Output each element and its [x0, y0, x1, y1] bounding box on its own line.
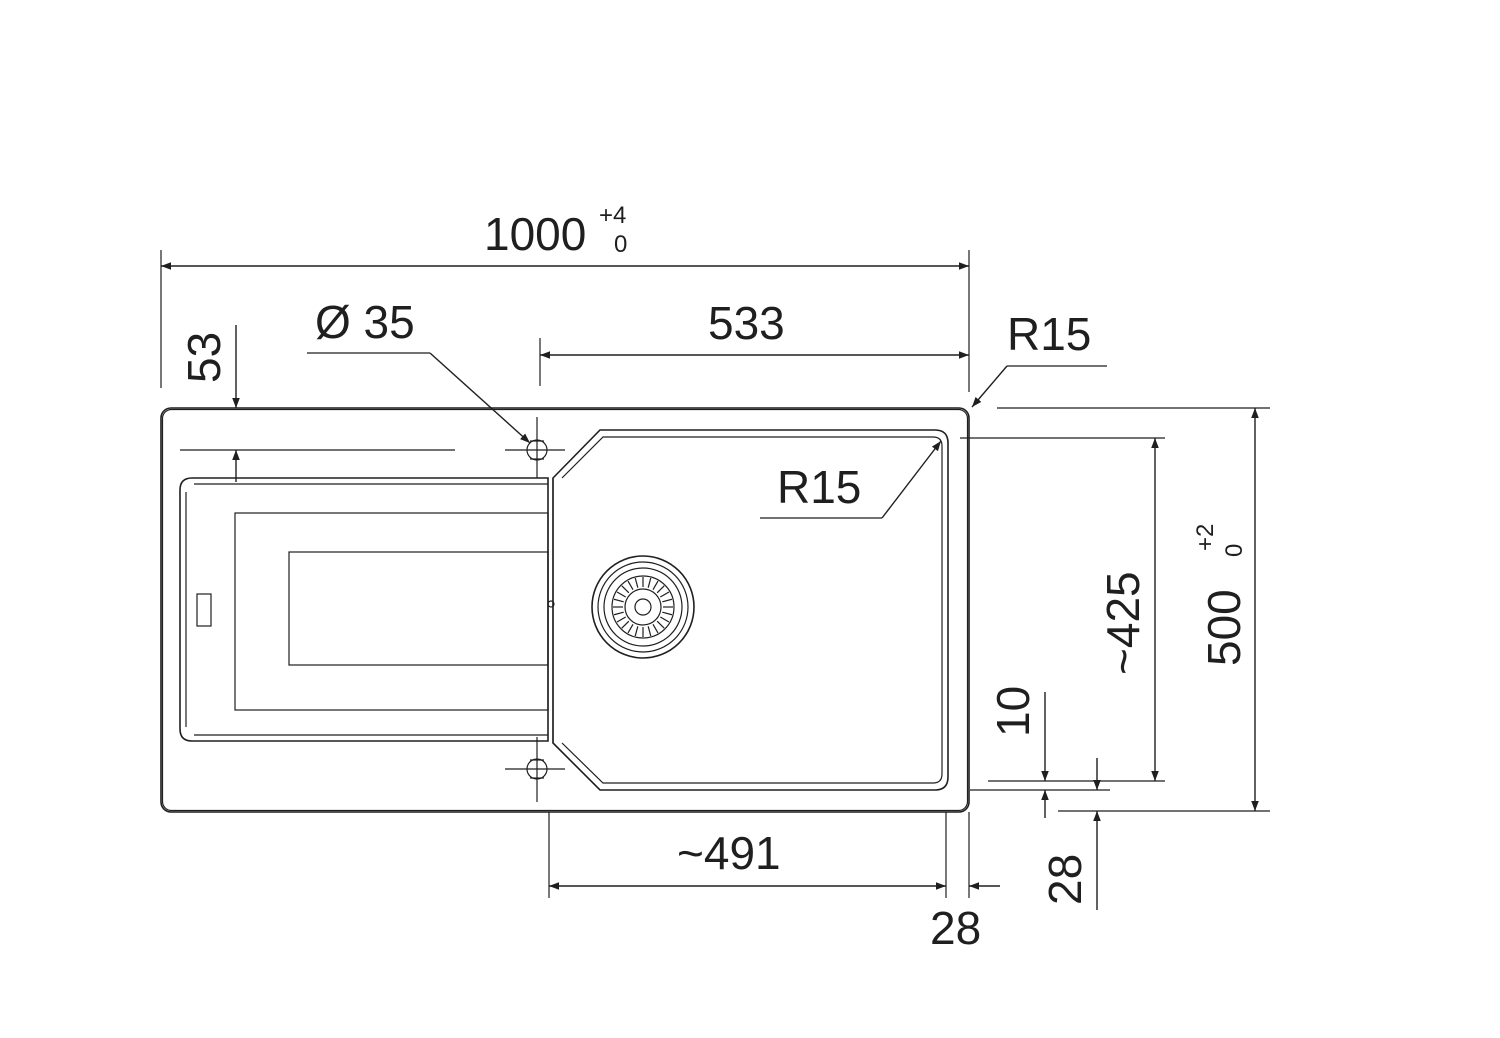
corner-radius-outer-label: R15	[1007, 308, 1091, 360]
strainer-slot	[656, 620, 665, 629]
drainer-width-label: ~491	[677, 827, 781, 879]
strainer-slot	[613, 611, 624, 616]
strainer-slot	[627, 624, 634, 634]
drain-strainer	[591, 555, 695, 659]
strainer-slot	[660, 616, 670, 623]
drainer	[179, 477, 549, 742]
dim-bowl-width: 533	[539, 297, 969, 386]
strainer-slot	[634, 626, 639, 637]
overall-depth-tol-plus: +2	[1192, 524, 1219, 551]
overflow-slot	[196, 593, 212, 627]
front-rim-label: 28	[1039, 854, 1091, 905]
dim-overall-width: 1000 +4 0	[160, 202, 970, 392]
strainer-slot	[616, 616, 626, 623]
dim-corner-radius-bowl: R15	[760, 440, 942, 519]
strainer-slot	[613, 598, 624, 603]
dim-bowl-depth: ~425	[960, 437, 1165, 782]
rim-gap-label: 10	[987, 686, 1039, 737]
overall-depth-tol-minus: 0	[1221, 544, 1248, 557]
corner-radius-bowl-label: R15	[777, 461, 861, 513]
right-rim-label: 28	[930, 902, 981, 954]
dim-rim-gap: 10	[970, 686, 1110, 818]
overall-width-tol-minus: 0	[614, 231, 627, 258]
hole-diameter-label: Ø 35	[315, 296, 415, 348]
dim-front-rim: 28	[1039, 758, 1101, 910]
bowl-width-label: 533	[708, 297, 785, 349]
dim-corner-radius-outer: R15	[971, 308, 1107, 408]
tap-hole-bottom	[505, 737, 565, 802]
strainer-slot	[656, 585, 665, 594]
bowl	[547, 429, 949, 791]
tap-hole-offset-label: 53	[178, 332, 230, 383]
dim-drainer-width: ~491	[548, 812, 970, 898]
dim-overall-depth: 500 +2 0	[997, 407, 1270, 812]
tap-hole-top	[505, 417, 565, 478]
strainer-slot	[662, 598, 673, 603]
strainer-slot	[647, 626, 652, 637]
strainer-slot	[662, 611, 673, 616]
overall-width-tol-plus: +4	[599, 202, 626, 229]
overall-width-label: 1000	[484, 208, 586, 260]
dim-hole-diameter: Ø 35	[307, 296, 531, 444]
strainer-slot	[652, 624, 659, 634]
strainer-slot	[652, 580, 659, 590]
strainer-slot	[660, 591, 670, 598]
strainer-slot	[616, 591, 626, 598]
sink-outline	[160, 407, 970, 813]
bowl-depth-label: ~425	[1097, 571, 1149, 675]
dim-tap-hole-offset: 53	[178, 325, 455, 482]
strainer-slot	[647, 577, 652, 588]
strainer-slot	[621, 585, 630, 594]
strainer-slot	[634, 577, 639, 588]
overall-depth-label: 500	[1198, 589, 1250, 666]
strainer-slot	[621, 620, 630, 629]
strainer-slot	[627, 580, 634, 590]
dim-right-rim: 28	[930, 882, 1000, 954]
